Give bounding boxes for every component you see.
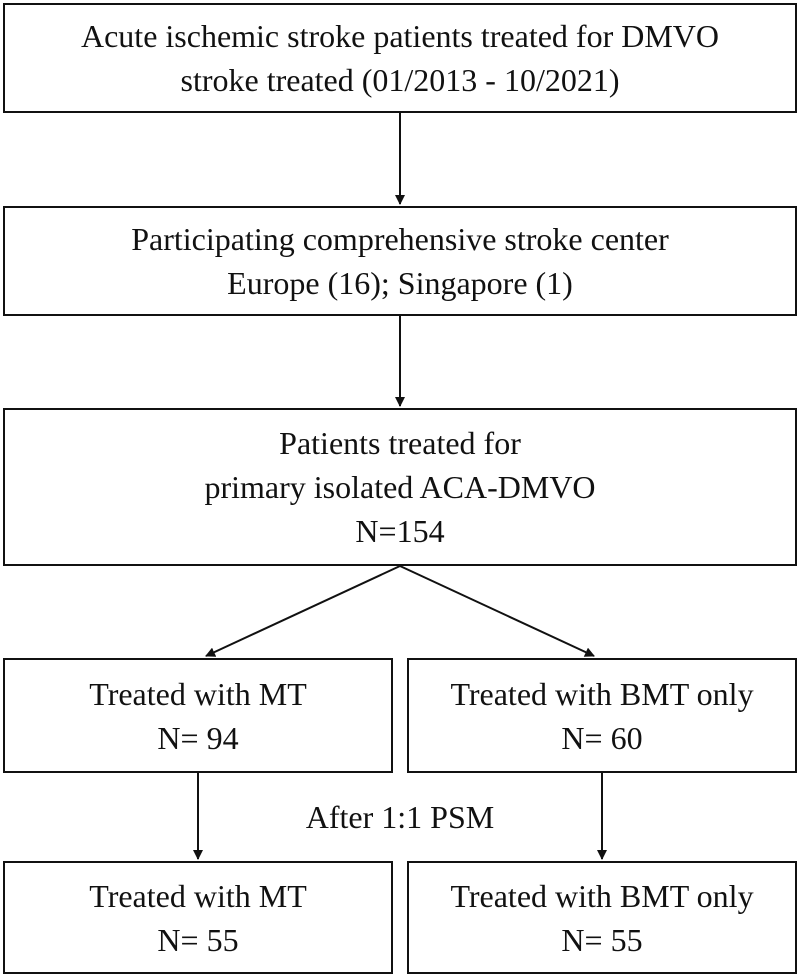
box-mt-initial: Treated with MT N= 94 <box>3 658 393 773</box>
box-participating-centers-line2: Europe (16); Singapore (1) <box>227 265 573 301</box>
box-mt-matched: Treated with MT N= 55 <box>3 861 393 974</box>
box-study-population: Acute ischemic stroke patients treated f… <box>3 3 797 113</box>
arrow-box3-to-bmt <box>399 565 595 657</box>
box-participating-centers-line1: Participating comprehensive stroke cente… <box>131 221 669 257</box>
box-bmt-matched-count: N= 55 <box>561 921 643 958</box>
box-aca-dmvo-patients: Patients treated for primary isolated AC… <box>3 408 797 566</box>
box-bmt-matched: Treated with BMT only N= 55 <box>407 861 797 974</box>
box-bmt-initial: Treated with BMT only N= 60 <box>407 658 797 773</box>
arrow-box3-to-mt <box>205 565 401 657</box>
box-mt-initial-label: Treated with MT <box>89 675 307 712</box>
box-study-population-line2: stroke treated (01/2013 - 10/2021) <box>180 62 620 98</box>
box-bmt-initial-count: N= 60 <box>561 719 643 756</box>
box-participating-centers: Participating comprehensive stroke cente… <box>3 206 797 316</box>
box-bmt-matched-label: Treated with BMT only <box>450 877 754 914</box>
box-mt-matched-label: Treated with MT <box>89 877 307 914</box>
box-mt-matched-count: N= 55 <box>157 921 239 958</box>
box-aca-dmvo-patients-line1: Patients treated for <box>279 425 521 461</box>
box-aca-dmvo-patients-count: N=154 <box>355 513 445 549</box>
box-study-population-line1: Acute ischemic stroke patients treated f… <box>80 18 719 54</box>
box-mt-initial-count: N= 94 <box>157 719 239 756</box>
box-bmt-initial-label: Treated with BMT only <box>450 675 754 712</box>
matching-label: After 1:1 PSM <box>305 799 495 835</box>
box-aca-dmvo-patients-line2: primary isolated ACA-DMVO <box>204 469 596 505</box>
